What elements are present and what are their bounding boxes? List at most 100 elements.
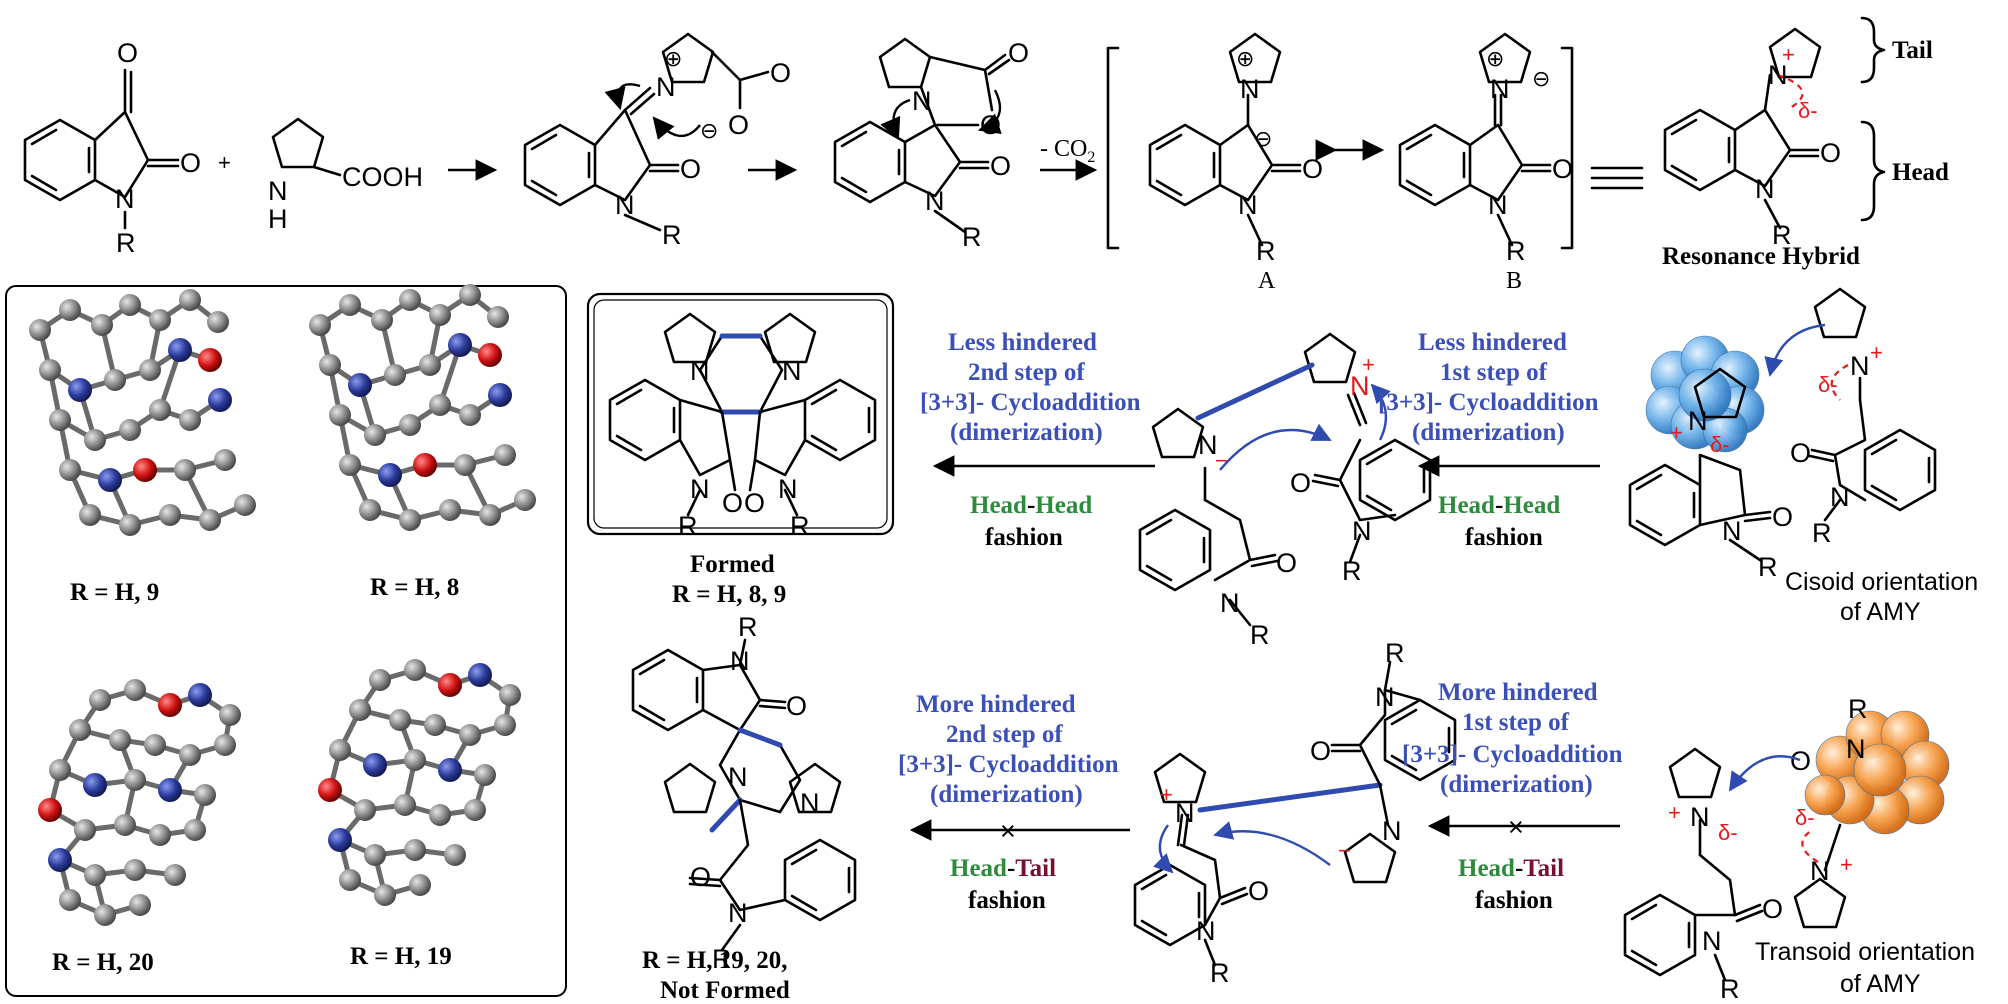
iminium-intermediate: N ⊕ O O ⊖ O N R (523, 32, 791, 250)
atom-o: O (1290, 468, 1311, 498)
atom-o: O (117, 38, 138, 68)
atom-n: N (1240, 74, 1260, 104)
svg-text:[3+3]- Cycloaddition: [3+3]- Cycloaddition (1378, 389, 1599, 416)
atom-o: O (744, 488, 765, 518)
atom-r: R (1758, 552, 1778, 582)
atom-r: R (1772, 220, 1792, 250)
atom-r: R (1385, 638, 1405, 668)
delta-minus: δ- (1818, 372, 1838, 397)
atom-o: O (1276, 548, 1297, 578)
lower-step2-fashion-type: Head-Tail (950, 855, 1056, 882)
atom-o: O (1248, 876, 1269, 906)
atom-n: N (1702, 926, 1722, 956)
atom-o: O (1008, 38, 1029, 68)
atom-n: N (656, 72, 676, 102)
svg-text:(dimerization): (dimerization) (930, 781, 1083, 808)
cisoid-space-filling-spheres (1645, 335, 1765, 453)
tail-label: Tail (1892, 37, 1933, 64)
not-formed-caption: R = H, 19, 20, (642, 947, 788, 974)
atom-o: O (728, 110, 749, 140)
atom-o: O (690, 862, 711, 892)
label-a: A (1258, 268, 1276, 294)
charge-ominus: ⊖ (700, 118, 718, 143)
label-r20: R = H, 20 (52, 949, 154, 976)
charge-oplus: ⊕ (664, 46, 682, 71)
atom-h: H (268, 204, 288, 234)
delta-minus: δ- (1795, 805, 1815, 830)
oxazolidinone-intermediate: N O O O N R (833, 37, 1029, 252)
transoid-orientation-structures: N + δ- O N R N + δ- R N O (1623, 694, 1868, 1004)
formed-caption: Formed (690, 551, 775, 578)
atom-n-dot: N (1198, 430, 1218, 460)
atom-n: N (115, 184, 135, 214)
charge-ominus: ⊖ (1532, 66, 1550, 91)
atom-r: R (1256, 236, 1276, 266)
atom-n: N (1175, 798, 1195, 828)
atom-n: N (1850, 351, 1870, 381)
equivalence-sign (1590, 166, 1644, 190)
atom-o: O (1772, 502, 1793, 532)
svg-text:[3+3]- Cycloaddition: [3+3]- Cycloaddition (898, 751, 1119, 778)
atom-n: N (1488, 190, 1508, 220)
svg-text:Less hindered: Less hindered (1418, 329, 1567, 356)
upper-step2-fashion-type: Head-Head (970, 492, 1092, 519)
delta-minus: δ- (1710, 432, 1730, 457)
atom-n: N (1810, 856, 1830, 886)
atom-o: O (990, 151, 1011, 181)
atom-o: O (770, 58, 791, 88)
lower-step1-text: More hindered 1st step of [3+3]- Cycload… (1402, 679, 1623, 798)
charge-plus: + (1668, 800, 1681, 825)
atom-n: N (730, 646, 750, 676)
atom-n: N (1352, 516, 1372, 546)
atom-o: O (1552, 154, 1573, 184)
svg-text:1st step of: 1st step of (1462, 709, 1570, 736)
bracket-right (1560, 46, 1574, 250)
atom-n: N (1490, 74, 1510, 104)
atom-o: O (1820, 138, 1841, 168)
svg-text:2nd step of: 2nd step of (968, 359, 1085, 386)
atom-n: N (1755, 174, 1775, 204)
charge-plus: + (1160, 782, 1173, 807)
atom-r: R (678, 511, 698, 541)
transoid-caption-2: of AMY (1840, 970, 1921, 998)
atom-n: N (912, 86, 932, 116)
svg-text:More hindered: More hindered (916, 691, 1076, 718)
charge-oplus: ⊕ (1486, 46, 1504, 71)
svg-text:(dimerization): (dimerization) (1412, 419, 1565, 446)
atom-n: N (690, 356, 710, 386)
cisoid-caption-2: of AMY (1840, 598, 1921, 626)
atom-o: O (1762, 894, 1783, 924)
svg-text:(dimerization): (dimerization) (1440, 771, 1593, 798)
svg-text:1st step of: 1st step of (1440, 359, 1548, 386)
isatin-molecule: O O N R (23, 38, 201, 258)
atom-n: N (800, 788, 820, 818)
atom-o: O (680, 154, 701, 184)
label-b: B (1506, 268, 1522, 294)
charge-ominus: ⊖ (1254, 126, 1272, 151)
svg-text:[3+3]- Cycloaddition: [3+3]- Cycloaddition (1402, 741, 1623, 768)
transoid-caption: Transoid orientation (1755, 938, 1975, 966)
atom-o: O (1790, 746, 1811, 776)
proline-molecule: N H COOH (268, 117, 423, 234)
formed-caption-r: R = H, 8, 9 (672, 581, 786, 608)
atom-n: N (1688, 406, 1708, 436)
blocked-cross: × (1000, 816, 1016, 846)
atom-nh: N (268, 176, 288, 206)
structures-panel (5, 285, 567, 997)
atom-n: N (690, 474, 710, 504)
lower-step1-fashion: fashion (1475, 887, 1553, 914)
atom-r: R (662, 220, 682, 250)
atom-n: N (1768, 60, 1788, 90)
charge-minus: − (1338, 838, 1351, 863)
charge-oplus: ⊕ (1236, 46, 1254, 71)
atom-n: N (778, 474, 798, 504)
upper-step1-text: Less hindered 1st step of [3+3]- Cycload… (1378, 329, 1599, 446)
atom-n: N (1830, 482, 1850, 512)
charge-minus: − (1215, 448, 1228, 473)
atom-r: R (1250, 620, 1270, 650)
lower-head-tail-intermediate: N + O N R N − O N R (1133, 638, 1457, 988)
atom-r: R (1848, 694, 1868, 724)
atom-r: R (962, 222, 982, 252)
not-formed-dimer-structure: N R O O N R N N (631, 612, 857, 974)
label-r19: R = H, 19 (350, 943, 452, 970)
